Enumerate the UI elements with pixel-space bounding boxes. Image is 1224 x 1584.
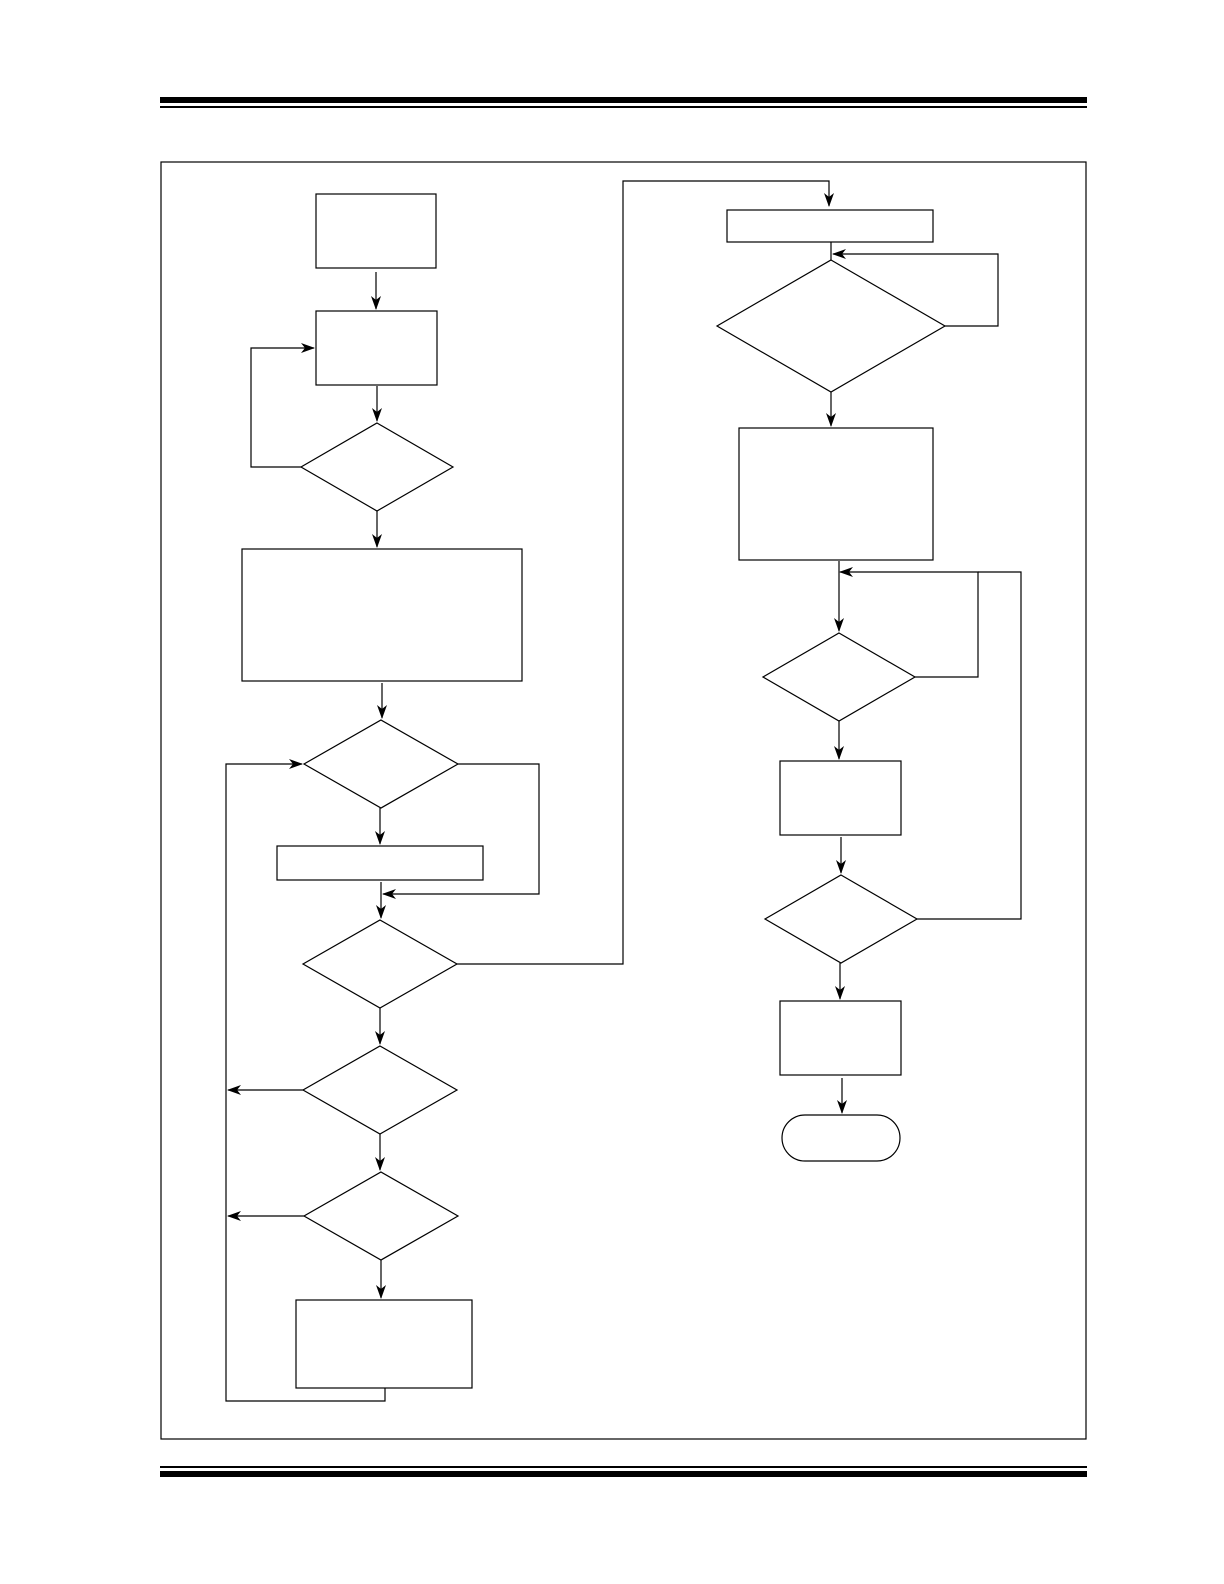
right-decision-3 [763, 874, 919, 964]
decision-3 [301, 919, 459, 1009]
decision-2 [302, 719, 460, 809]
arrow-decision-3-to-right-column [457, 180, 834, 965]
decision-5 [302, 1171, 460, 1261]
thin-process [276, 845, 484, 881]
right-decision-2 [761, 632, 917, 722]
right-process-2 [779, 760, 902, 836]
arrow-decision-2-bypass [382, 763, 540, 899]
footer-rule-thin [160, 1466, 1087, 1468]
end-terminator [781, 1114, 901, 1162]
header-rule-thin [160, 106, 1087, 108]
decision-1 [299, 422, 455, 512]
footer-rule-thick [160, 1471, 1087, 1477]
arrow-decision-1-loopback [250, 343, 315, 468]
wide-process [241, 548, 523, 682]
right-process-3 [779, 1000, 902, 1076]
decision-4 [301, 1045, 459, 1135]
loop-box [315, 310, 438, 386]
arrow-big-decision-loopback [832, 249, 999, 327]
bottom-left-process [295, 1299, 473, 1389]
figure-frame [160, 161, 1087, 1440]
right-big-decision [715, 259, 947, 393]
start-box [315, 193, 437, 269]
right-top-process [726, 209, 934, 243]
line-right-decision-3-loopback [917, 571, 1022, 920]
arrow-bottom-loop-to-decision-2 [225, 759, 386, 1402]
arrow-right-decision-2-loopback [839, 567, 979, 678]
header-rule-thick [160, 97, 1087, 103]
right-tall-process [738, 427, 934, 561]
